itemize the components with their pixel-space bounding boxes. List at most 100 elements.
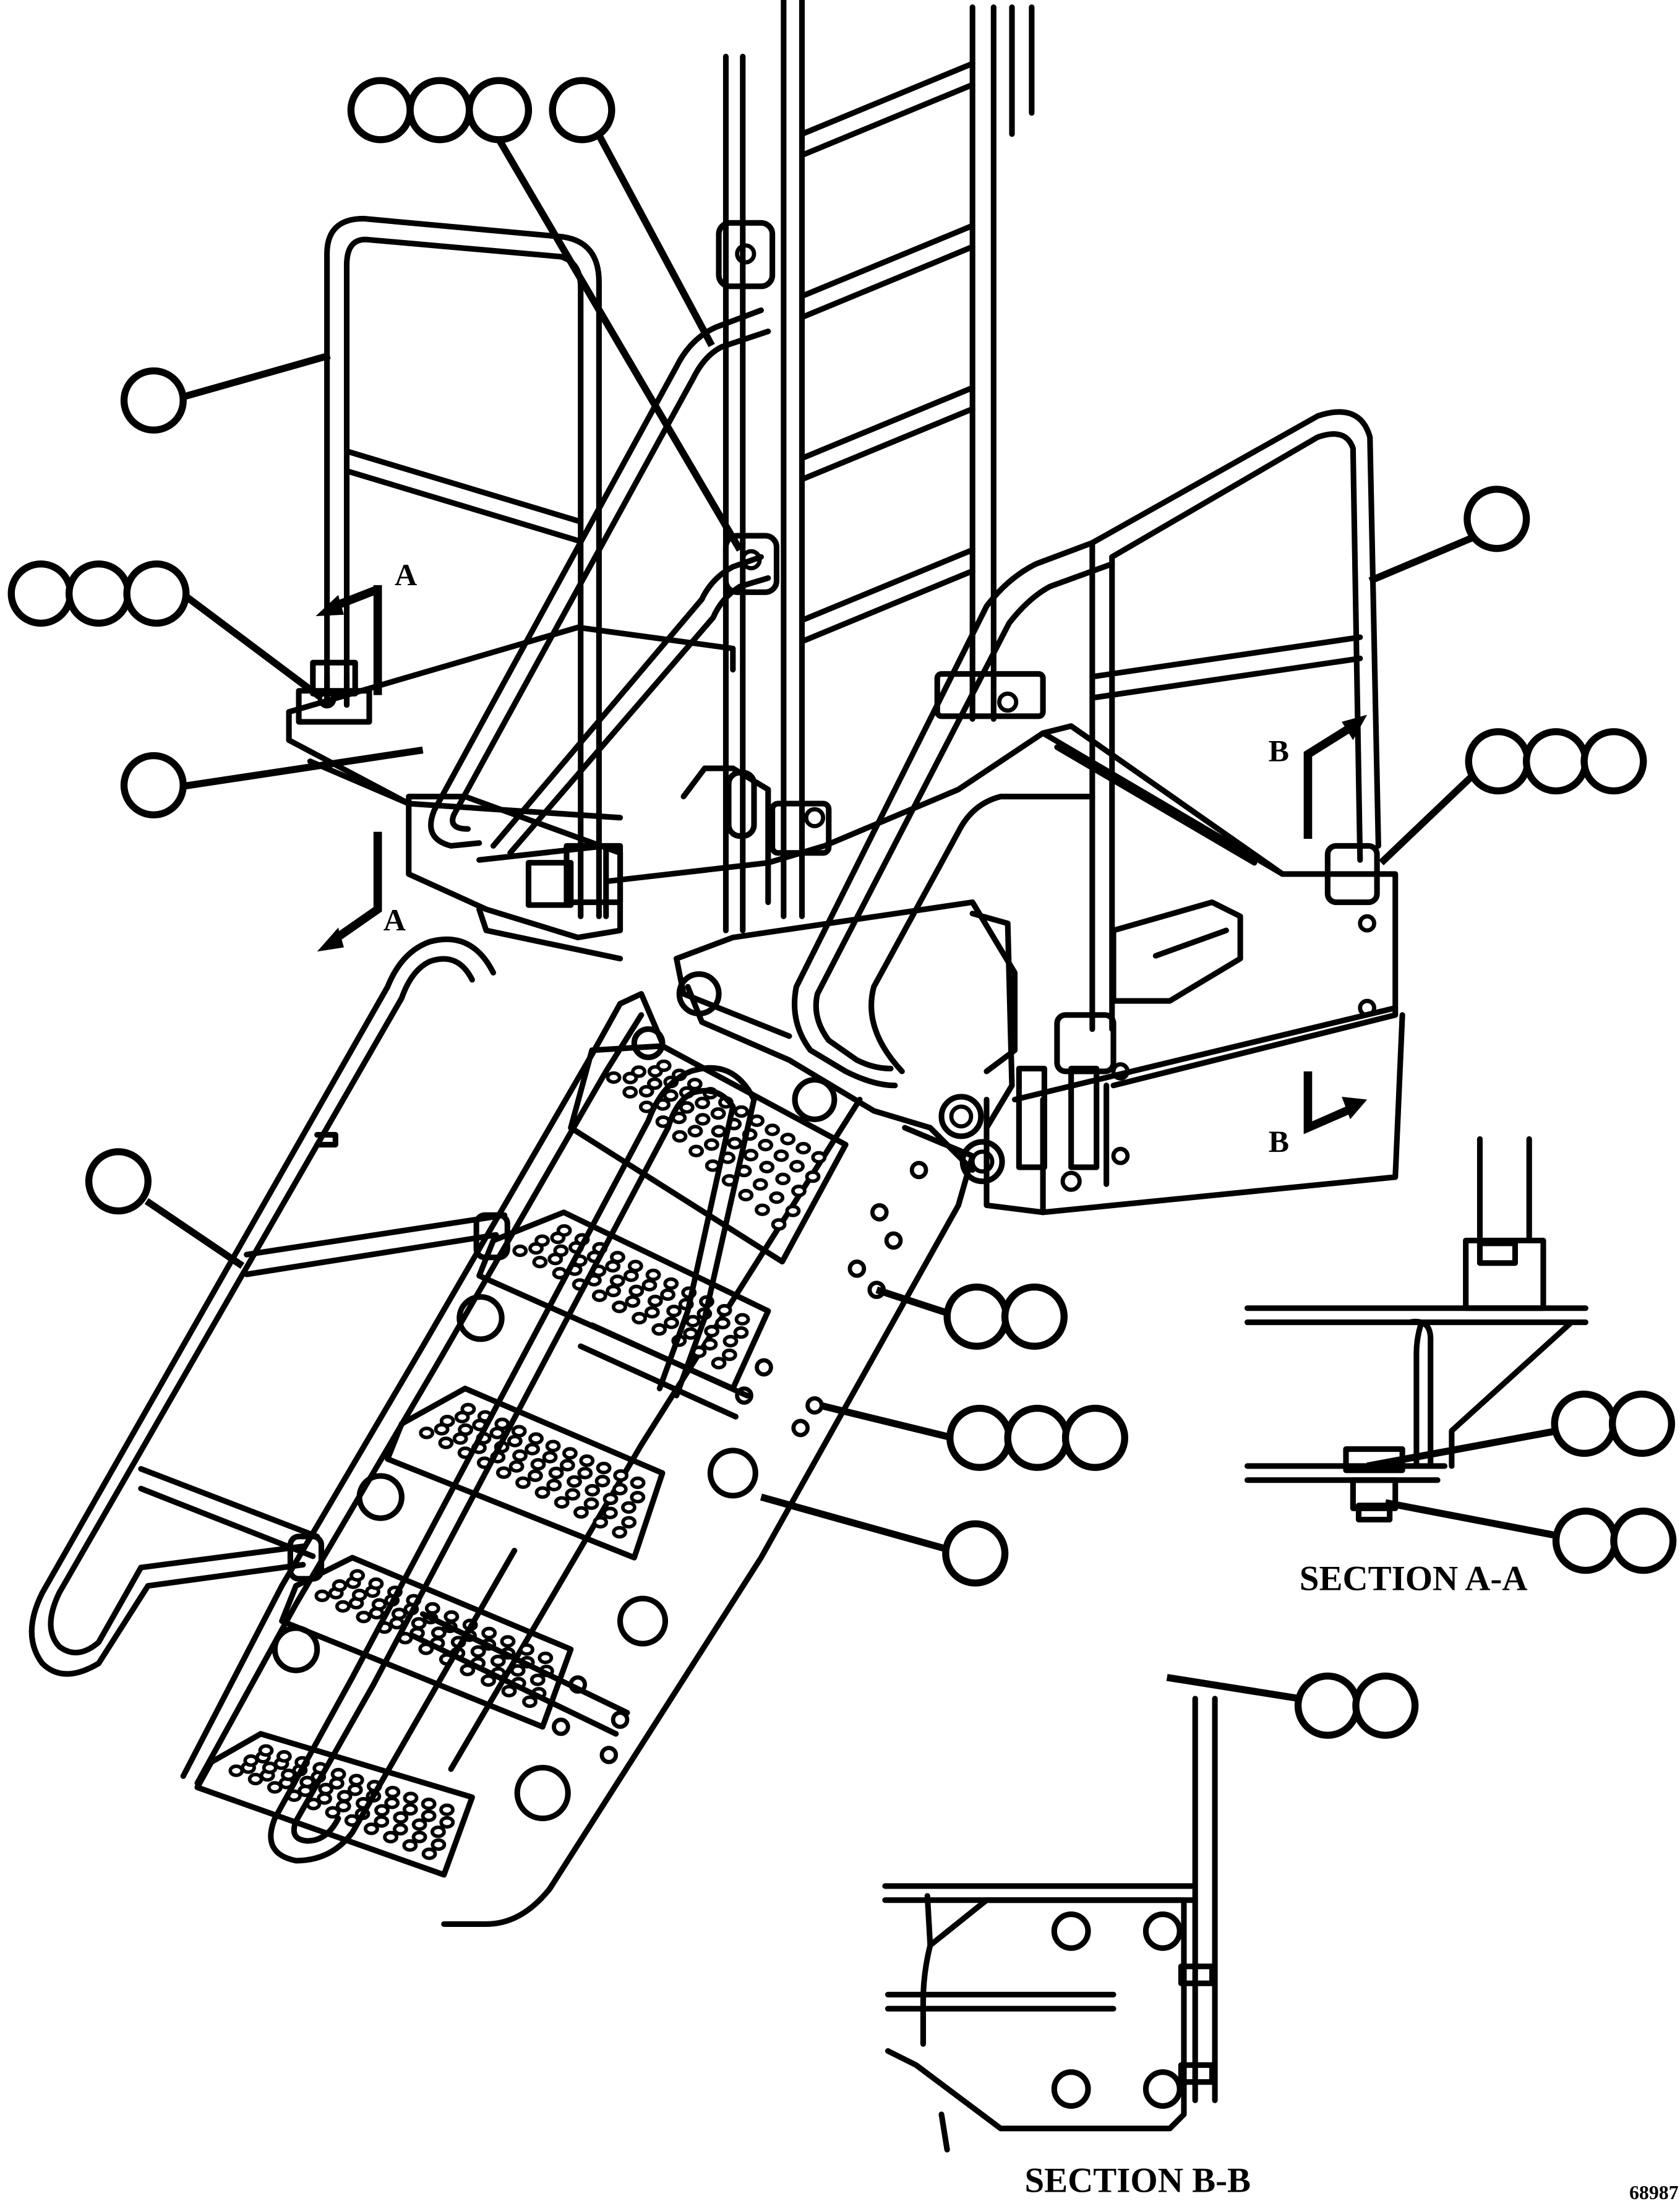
callout-balloon bbox=[1465, 728, 1532, 795]
tread-perforation bbox=[490, 1654, 506, 1668]
tread-perforation bbox=[606, 1071, 622, 1084]
callout-balloon bbox=[123, 560, 190, 627]
tread-perforation bbox=[567, 1475, 582, 1488]
tread-perforation bbox=[458, 1423, 474, 1436]
tread-perforation bbox=[481, 1626, 497, 1640]
tread-perforation bbox=[610, 1251, 625, 1264]
tread-perforation bbox=[553, 1244, 569, 1257]
callout-balloon bbox=[1552, 1508, 1619, 1574]
tread-perforation bbox=[704, 1138, 719, 1151]
tread-perforation bbox=[519, 1643, 534, 1656]
tread-perforation bbox=[716, 1304, 732, 1317]
tread-perforation bbox=[411, 1830, 427, 1843]
right-platform bbox=[606, 723, 1405, 1216]
tread-perforation bbox=[752, 1178, 768, 1191]
tread-perforation bbox=[593, 1516, 609, 1529]
callout-balloon bbox=[1580, 728, 1647, 795]
tread-perforation bbox=[577, 1467, 593, 1480]
callout-balloon bbox=[1464, 486, 1530, 552]
tread-perforation bbox=[258, 1744, 274, 1757]
tread-perforation bbox=[647, 1294, 663, 1308]
callout-balloon bbox=[120, 752, 187, 818]
tread-perforation bbox=[325, 1806, 341, 1819]
callout-balloon bbox=[1001, 1283, 1068, 1350]
tread-perforation bbox=[527, 1469, 543, 1482]
tread-perforation bbox=[612, 1525, 628, 1539]
tread-perforation bbox=[368, 1577, 384, 1590]
tread-perforation bbox=[638, 1084, 654, 1098]
tread-perforation bbox=[711, 1357, 727, 1370]
stair-handrail-left-loop bbox=[28, 937, 510, 1677]
tread-perforation bbox=[791, 1185, 807, 1198]
tread-perforation bbox=[522, 1695, 538, 1709]
tread-perforation bbox=[510, 1664, 526, 1677]
callout-balloon bbox=[466, 77, 533, 144]
tread-perforation bbox=[299, 1775, 315, 1788]
tread-perforation bbox=[530, 1458, 546, 1471]
tread-perforation bbox=[548, 1466, 564, 1480]
tread-perforation bbox=[556, 1224, 572, 1237]
tread-perforation bbox=[631, 1065, 647, 1078]
tread-perforation bbox=[228, 1764, 244, 1777]
tread-perforation bbox=[755, 1203, 770, 1216]
tread-perforation bbox=[660, 1288, 675, 1302]
tread-perforation bbox=[727, 1137, 743, 1150]
tread-perforation bbox=[641, 1279, 658, 1292]
section-a-a-title: SECTION A-A bbox=[1300, 1559, 1528, 1598]
tread-perforation bbox=[374, 1815, 390, 1828]
tread-perforation bbox=[393, 1811, 409, 1824]
tread-perforation bbox=[627, 1259, 643, 1272]
tread-perforation bbox=[336, 1790, 353, 1803]
stair-stringer-left bbox=[180, 991, 666, 1787]
tread-perforation bbox=[579, 1454, 595, 1467]
tread-perforation bbox=[431, 1838, 447, 1851]
callout-balloon bbox=[1551, 1391, 1618, 1457]
stringer-bolts bbox=[552, 1160, 928, 1764]
tread-perforation bbox=[515, 1476, 531, 1489]
tread-perforation bbox=[444, 1610, 460, 1623]
tread-perforation bbox=[280, 1769, 296, 1782]
tread-perforation bbox=[734, 1313, 750, 1326]
tread-perforation bbox=[811, 1151, 827, 1164]
tread-perforation bbox=[621, 1501, 636, 1514]
tread-perforation bbox=[625, 1295, 641, 1308]
tread-perforation bbox=[421, 1797, 437, 1811]
section-a-cut-marker: A A bbox=[315, 557, 417, 952]
tread-perforation bbox=[363, 1822, 379, 1835]
tread-perforation bbox=[591, 1289, 607, 1302]
tread-perforation bbox=[525, 1443, 541, 1456]
tread-perforation bbox=[243, 1754, 259, 1767]
tread-perforation bbox=[267, 1781, 283, 1794]
callout-balloon bbox=[7, 560, 74, 627]
section-b-cut-marker: B B bbox=[1269, 714, 1368, 1159]
tread-perforation bbox=[430, 1825, 446, 1838]
tread-perforation bbox=[421, 1847, 437, 1860]
tread-perforation bbox=[734, 1105, 749, 1118]
callout-leaders bbox=[144, 128, 1562, 1702]
tread-perforation bbox=[330, 1767, 346, 1781]
section-b-b-title: SECTION B-B bbox=[1024, 2161, 1251, 2200]
tread-perforation bbox=[721, 1349, 737, 1362]
tread-perforation bbox=[511, 1425, 527, 1438]
tread-perforation bbox=[623, 1269, 639, 1282]
callout-balloon bbox=[406, 77, 473, 144]
tread-perforation bbox=[711, 1125, 727, 1138]
tread-perforation bbox=[664, 1316, 679, 1329]
tread-perforation bbox=[602, 1492, 619, 1506]
tread-perforation bbox=[565, 1488, 581, 1501]
section-b-top-letter: B bbox=[1269, 734, 1289, 768]
callout-balloon bbox=[946, 1404, 1013, 1471]
tread-perforation bbox=[646, 1077, 662, 1090]
tread-perforation bbox=[688, 1144, 705, 1157]
tread-perforation bbox=[738, 1188, 754, 1202]
tread-perforation bbox=[789, 1160, 805, 1173]
tread-perforation bbox=[481, 1674, 496, 1687]
tread-perforation bbox=[672, 1130, 688, 1143]
tread-perforation bbox=[773, 1149, 789, 1162]
tread-perforation bbox=[470, 1645, 486, 1658]
tread-perforation bbox=[722, 1334, 739, 1348]
tread-perforation bbox=[596, 1461, 612, 1475]
callout-balloon bbox=[1004, 1404, 1071, 1471]
tread-perforation bbox=[687, 1125, 703, 1138]
tread-perforation bbox=[351, 1589, 367, 1602]
